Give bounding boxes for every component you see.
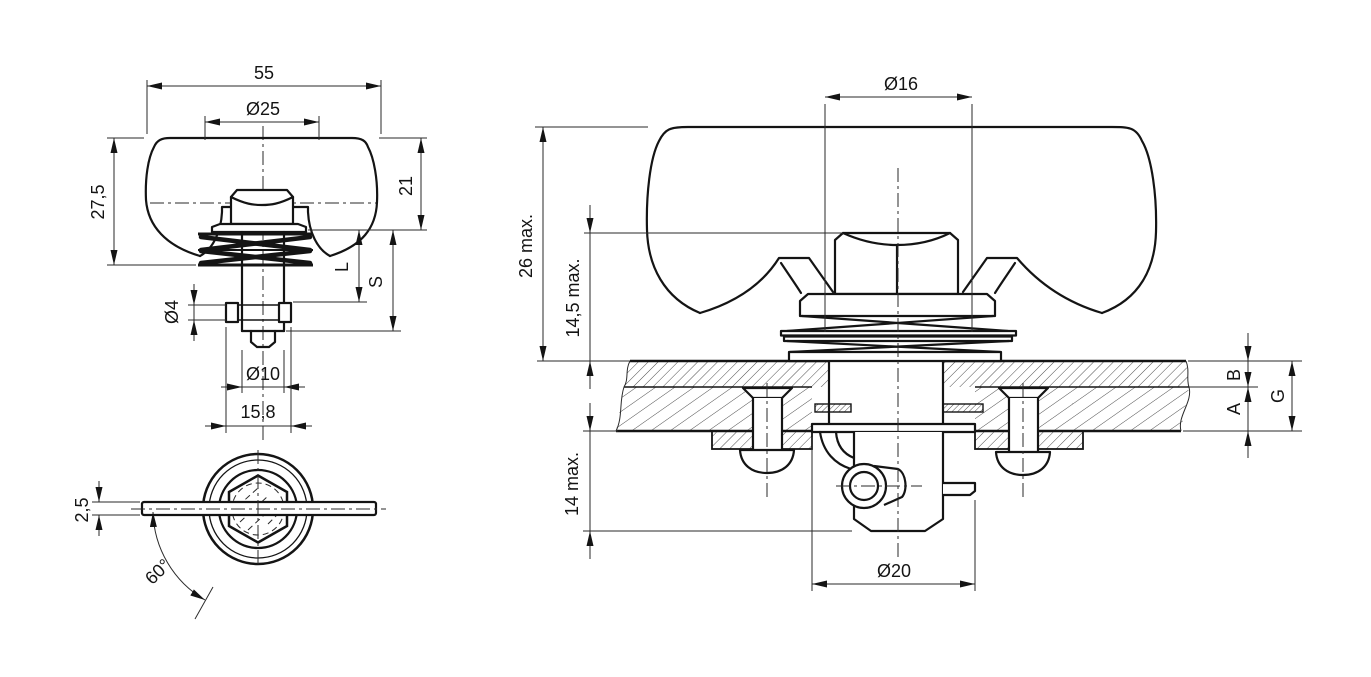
dim-knob-height: 21 (308, 137, 427, 231)
dim-shaft-diameter-label: Ø10 (246, 364, 280, 384)
dim-overall-height-label: 27,5 (88, 184, 108, 219)
dim-knob-thickness: 2,5 (72, 481, 140, 536)
wing-knob-section (645, 125, 1158, 315)
dim-body-diameter-label: Ø20 (877, 561, 911, 581)
dim-overall-width: 55 (146, 63, 382, 134)
dim-height-max-label: 26 max. (516, 214, 536, 278)
dim-nut-diameter: Ø16 (824, 74, 973, 332)
dim-shaft-diameter: Ø10 (221, 350, 305, 393)
dim-nut-diameter-label: Ø16 (884, 74, 918, 94)
dim-knob-thickness-label: 2,5 (72, 497, 92, 522)
section-view: Ø16 26 max. 14,5 max. 14 max. (516, 74, 1302, 591)
dim-body-diameter: Ø20 (811, 437, 976, 591)
dim-pin-span: 15,8 (205, 327, 312, 433)
dim-shaft-length-label: S (366, 276, 386, 288)
dim-overall-height: 27,5 (88, 137, 196, 266)
dim-pin-diameter-label: Ø4 (162, 300, 182, 324)
hex-nut-section (833, 231, 960, 296)
hex-nut-front (229, 188, 295, 226)
bottom-view: 2,5 60° (72, 450, 386, 620)
dim-pin-diameter: Ø4 (162, 284, 226, 341)
dim-panel-lower-label: A (1224, 403, 1244, 415)
bottom-view-centerlines (131, 450, 386, 568)
dim-nut-height-max-label: 14,5 max. (563, 258, 583, 337)
dim-hub-diameter: Ø25 (204, 99, 320, 140)
front-view-centerlines (150, 126, 377, 442)
cross-pin-front (224, 301, 293, 324)
cam-hook (818, 430, 856, 471)
dim-grip-length-label: L (332, 262, 352, 272)
dim-rotation-angle-label: 60° (141, 555, 174, 588)
hex-nut-top (227, 474, 289, 544)
spring-front (198, 232, 313, 267)
dim-panel-thicknesses: B A G (1180, 333, 1302, 458)
dim-rotation-angle: 60° (141, 511, 214, 620)
section-view-centerlines (766, 168, 1024, 560)
dim-panel-upper-label: B (1224, 369, 1244, 381)
dim-shaft-length: S (286, 230, 401, 332)
dim-grip-total-label: G (1268, 389, 1288, 403)
dim-overall-width-label: 55 (254, 63, 274, 83)
dim-pin-span-label: 15,8 (240, 402, 275, 422)
dim-knob-height-label: 21 (396, 176, 416, 196)
front-view: 55 Ø25 27,5 21 L (88, 63, 427, 442)
dim-depth-below-panel: 14 max. (562, 403, 852, 559)
latch-tongue-right (942, 403, 984, 413)
dim-height-max: 26 max. (516, 126, 648, 362)
washer-front (210, 222, 308, 234)
cam-lug-right (943, 481, 977, 497)
dim-hub-diameter-label: Ø25 (246, 99, 280, 119)
dim-grip-length: L (293, 230, 367, 303)
dim-depth-below-panel-label: 14 max. (562, 452, 582, 516)
dim-nut-height-max: 14,5 max. (563, 205, 843, 389)
latch-tongue-left (814, 403, 852, 413)
